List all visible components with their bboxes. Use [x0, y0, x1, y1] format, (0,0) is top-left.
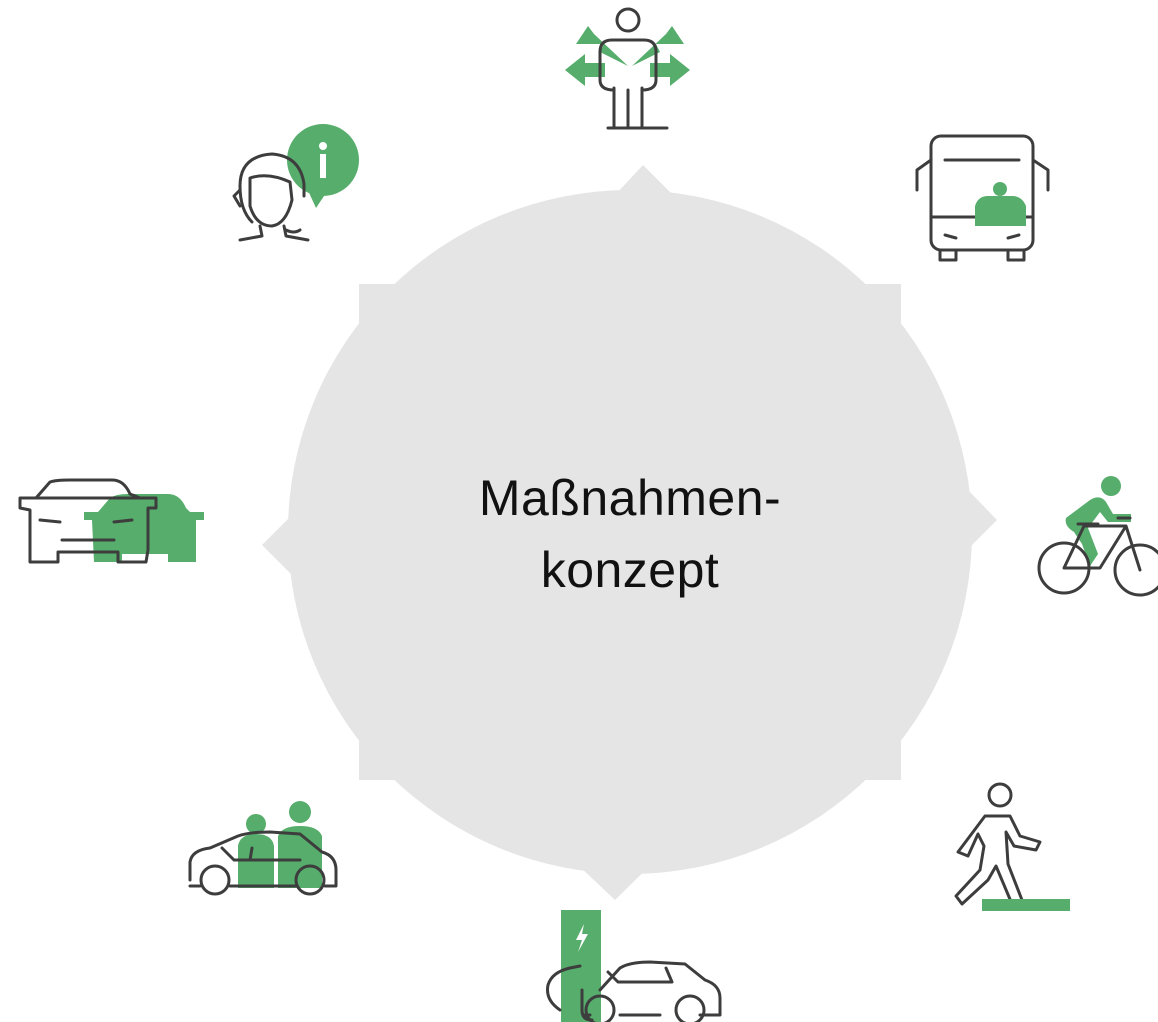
- person-directions-icon: [565, 7, 690, 130]
- ev-charging-icon: [546, 910, 722, 1022]
- carsharing-icon: [18, 478, 204, 564]
- center-title: Maßnahmen- konzept: [380, 462, 880, 606]
- center-title-line-1: Maßnahmen-: [478, 470, 782, 526]
- center-shape: [262, 165, 997, 900]
- pedestrian-icon: [954, 782, 1070, 911]
- info-support-icon: [232, 124, 359, 242]
- carpool-icon: [188, 801, 338, 896]
- center-title-line-2: konzept: [540, 542, 720, 598]
- bus-icon: [915, 134, 1050, 262]
- cyclist-icon: [1037, 476, 1158, 597]
